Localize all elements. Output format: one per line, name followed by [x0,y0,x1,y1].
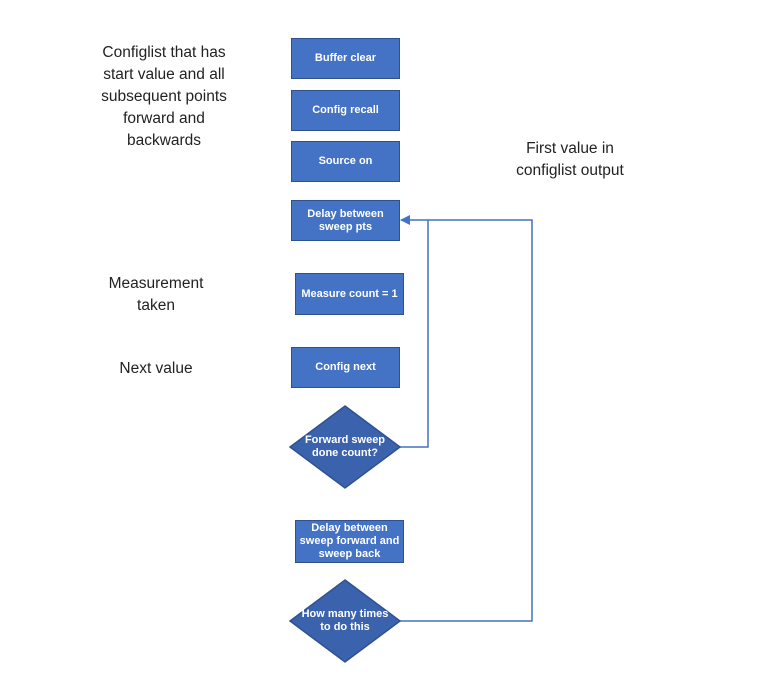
forward-sweep-decision-diamond [288,405,402,489]
first-value-annotation: First value in configlist output [516,140,624,179]
measure-count-step: Measure count = 1 [295,273,404,315]
forward-sweep-decision-label: Forward sweep done count? [304,434,386,459]
source-on-step: Source on [291,141,400,182]
how-many-times-decision-diamond [288,579,402,663]
delay-forward-back-step: Delay between sweep forward and sweep ba… [295,520,404,563]
how-many-times-decision-label: How many times to do this [301,608,389,633]
repeat-loop-connector [400,219,533,622]
forward-sweep-loop-connector [400,215,429,448]
buffer-clear-step: Buffer clear [291,38,400,79]
config-recall-step: Config recall [291,90,400,131]
config-next-step: Config next [291,347,400,388]
next-value-annotation: Next value [119,360,193,377]
measurement-annotation: Measurement taken [108,275,204,314]
delay-sweep-pts-step: Delay between sweep pts [291,200,400,241]
configlist-annotation: Configlist that has start value and all … [101,44,227,149]
